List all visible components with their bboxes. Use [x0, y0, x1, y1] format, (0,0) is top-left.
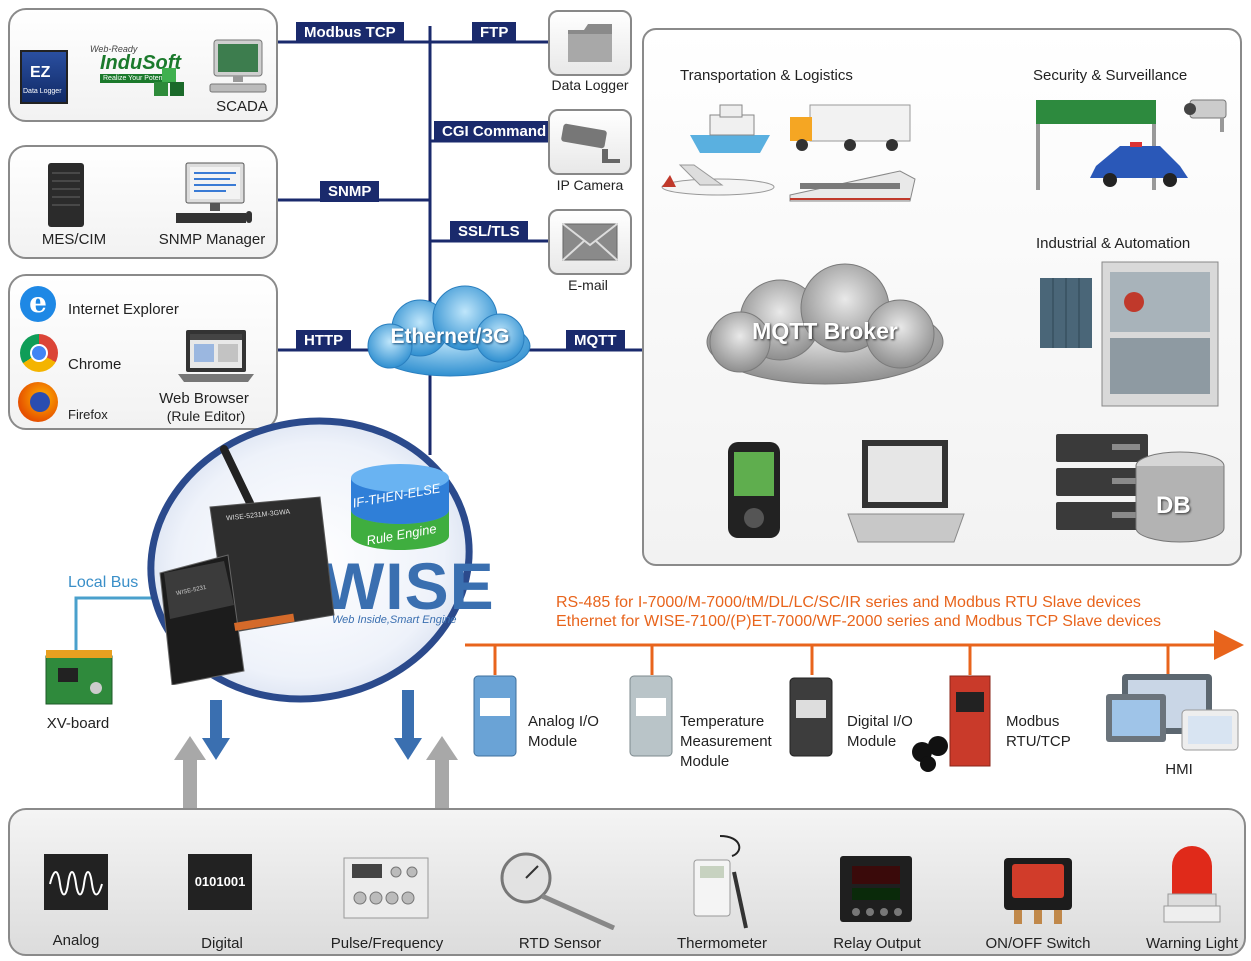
mqtt-tag: MQTT [566, 330, 625, 351]
server-tower-icon [48, 163, 84, 227]
scada-label: SCADA [216, 98, 268, 115]
hmi-icon [1106, 674, 1239, 751]
folder-icon [568, 24, 612, 62]
browser-panel: e Internet Explorer Chrome Firefox Web B… [8, 274, 278, 430]
data-logger-box [548, 10, 632, 76]
train-icon [789, 170, 916, 202]
firefox-label: Firefox [68, 407, 108, 422]
indusoft-logo: InduSoft [100, 52, 182, 74]
modbus-module-icon [912, 675, 991, 772]
snmp-tag: SNMP [320, 181, 380, 202]
ship-icon [690, 104, 770, 153]
transport-icons [661, 104, 916, 202]
digital-io-module-icon [789, 677, 833, 757]
internet-explorer-icon: e [20, 286, 56, 322]
security-camera-icon [1184, 99, 1227, 132]
truck-icon [790, 104, 911, 151]
email-label: E-mail [568, 277, 608, 293]
chrome-icon [20, 334, 58, 372]
scada-computer-icon [209, 39, 267, 93]
local-bus-label: Local Bus [68, 574, 139, 591]
smartphone-icon [728, 442, 780, 538]
machine-icon [1101, 261, 1219, 407]
rule-engine-cylinder-icon [351, 464, 449, 550]
indusoft-tagline: Realize Your Potential [100, 74, 175, 83]
warning-light-icon [1163, 846, 1221, 923]
ethernet-bus-text: Ethernet for WISE-7100/(P)ET-7000/WF-200… [556, 613, 1162, 630]
road-sign-icon [1036, 100, 1156, 190]
police-car-icon [1090, 142, 1188, 187]
security-icons [1036, 99, 1227, 190]
modbus-tcp-tag: Modbus TCP [296, 22, 404, 43]
security-label: Security & Surveillance [1033, 67, 1188, 84]
indusoft-small-text: Web-Ready [90, 44, 138, 54]
rtd-sensor-label: RTD Sensor [518, 935, 602, 952]
indusoft-cubes-icon [154, 68, 184, 96]
ftp-tag: FTP [472, 22, 517, 43]
database-servers-icon [1056, 434, 1225, 543]
snmp-manager-computer-icon [176, 162, 252, 223]
mqtt-broker-cloud-icon [706, 263, 944, 385]
wise-subtitle: Web Inside,Smart Engine [332, 614, 457, 626]
analog-label: Analog [52, 932, 100, 949]
mes-panel: MES/CIM SNMP Manager [8, 145, 278, 259]
db-label: DB [1156, 492, 1191, 519]
scada-panel: EZ Data Logger Web-Ready InduSoft Realiz… [8, 8, 278, 122]
thermometer-label: Thermometer [676, 935, 768, 952]
ssl-tls-tag: SSL/TLS [450, 221, 528, 242]
transportation-label: Transportation & Logistics [680, 67, 853, 84]
snmp-manager-label: SNMP Manager [158, 231, 266, 248]
thermometer-icon [693, 835, 748, 929]
laptop-icon [847, 440, 965, 543]
laptop-browser-icon [178, 330, 254, 382]
plc-icon [1040, 278, 1092, 348]
mes-cim-label: MES/CIM [41, 231, 107, 248]
ethernet-3g-label: Ethernet/3G [390, 325, 510, 348]
rule-editor-label: (Rule Editor) [166, 408, 246, 424]
industrial-label: Industrial & Automation [1036, 235, 1191, 252]
industrial-icons [1040, 261, 1219, 407]
relay-controller-icon [840, 856, 912, 922]
email-box [548, 209, 632, 275]
onoff-switch-icon [1004, 858, 1072, 924]
airplane-icon [661, 164, 775, 196]
data-logger-label: Data Logger [551, 77, 629, 93]
xv-board-label: XV-board [46, 715, 110, 732]
wise-logo: WISE [322, 549, 495, 623]
ez-sub-text: Data Logger [23, 88, 62, 95]
rs485-bus-text: RS-485 for I-7000/M-7000/tM/DL/LC/SC/IR … [556, 594, 1141, 611]
onoff-switch-label: ON/OFF Switch [985, 935, 1091, 952]
digital-label: Digital [201, 935, 243, 952]
web-browser-label: Web Browser [159, 390, 249, 407]
http-tag: HTTP [296, 330, 352, 351]
ethernet-cloud-icon [367, 285, 531, 377]
cgi-command-tag: CGI Command [434, 121, 555, 142]
ez-logo-text: EZ [30, 64, 51, 81]
ip-camera-box [548, 109, 632, 175]
rtd-sensor-icon [500, 852, 616, 930]
xv-board-icon [45, 650, 113, 705]
pulse-generator-icon [343, 857, 429, 919]
relay-output-label: Relay Output [833, 935, 921, 952]
ie-label: Internet Explorer [68, 301, 179, 318]
hmi-label: HMI [1165, 761, 1193, 778]
analog-signal-icon [44, 854, 108, 910]
ip-camera-label: IP Camera [556, 177, 624, 193]
analog-io-module-icon [473, 675, 517, 757]
mqtt-broker-label: MQTT Broker [752, 318, 898, 344]
camera-icon [561, 123, 620, 163]
chrome-label: Chrome [68, 356, 122, 373]
digital-signal-icon: 0101001 [188, 854, 252, 910]
envelope-icon [562, 223, 618, 261]
ez-data-logger-icon: EZ Data Logger [20, 50, 68, 104]
wise-devices-icon [159, 445, 335, 685]
warning-light-label: Warning Light [1146, 935, 1238, 952]
temperature-module-icon [629, 675, 673, 757]
firefox-icon [18, 382, 58, 422]
pulse-frequency-label: Pulse/Frequency [330, 935, 444, 952]
